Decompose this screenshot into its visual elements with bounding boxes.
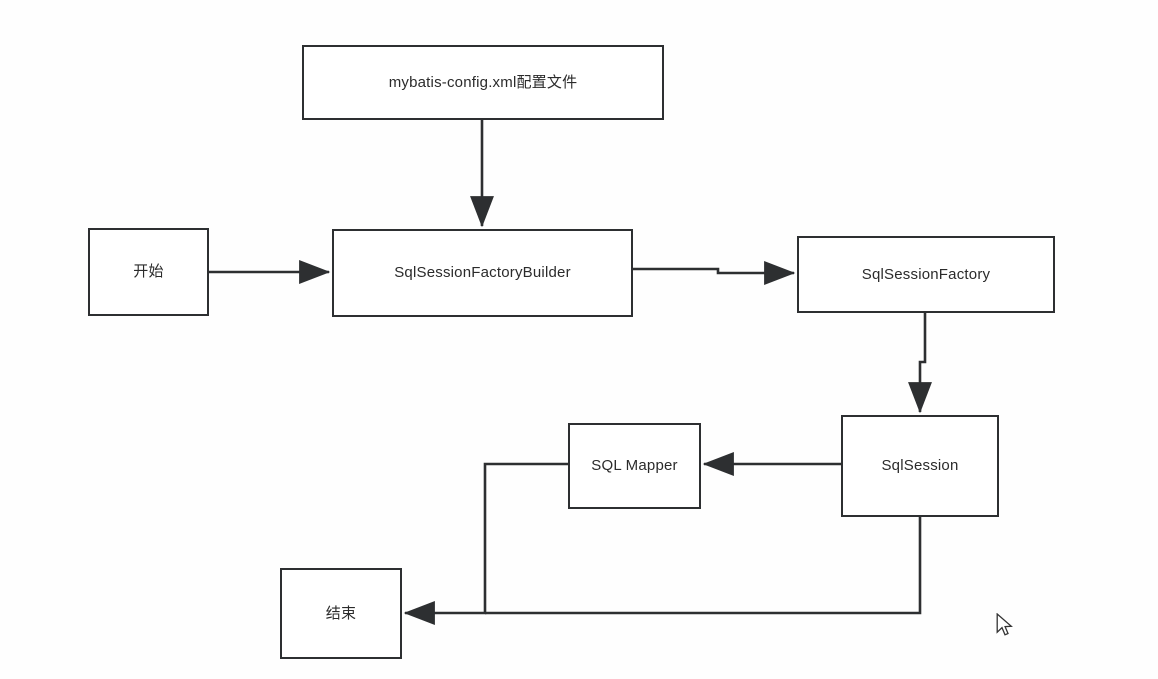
- edge-factory-to-session: [908, 313, 932, 414]
- edge-session-to-end: [485, 517, 922, 615]
- node-mybatis-config[interactable]: mybatis-config.xml配置文件: [302, 45, 664, 120]
- node-sqlsessionfactorybuilder[interactable]: SqlSessionFactoryBuilder: [332, 229, 633, 317]
- edge-mapper-to-end: [403, 462, 568, 625]
- node-label-end: 结束: [325, 604, 357, 622]
- node-label-config: mybatis-config.xml配置文件: [388, 73, 578, 91]
- node-sql-mapper[interactable]: SQL Mapper: [568, 423, 701, 509]
- node-start[interactable]: 开始: [88, 228, 209, 316]
- node-label-factory: SqlSessionFactory: [861, 265, 991, 283]
- node-label-mapper: SQL Mapper: [591, 457, 678, 474]
- node-label-builder: SqlSessionFactoryBuilder: [394, 264, 571, 281]
- edge-builder-to-factory: [633, 261, 796, 285]
- node-end[interactable]: 结束: [280, 568, 402, 659]
- node-sqlsession[interactable]: SqlSession: [841, 415, 999, 517]
- node-sqlsessionfactory[interactable]: SqlSessionFactory: [797, 236, 1055, 313]
- node-label-session: SqlSession: [881, 457, 959, 474]
- node-label-start: 开始: [133, 263, 164, 280]
